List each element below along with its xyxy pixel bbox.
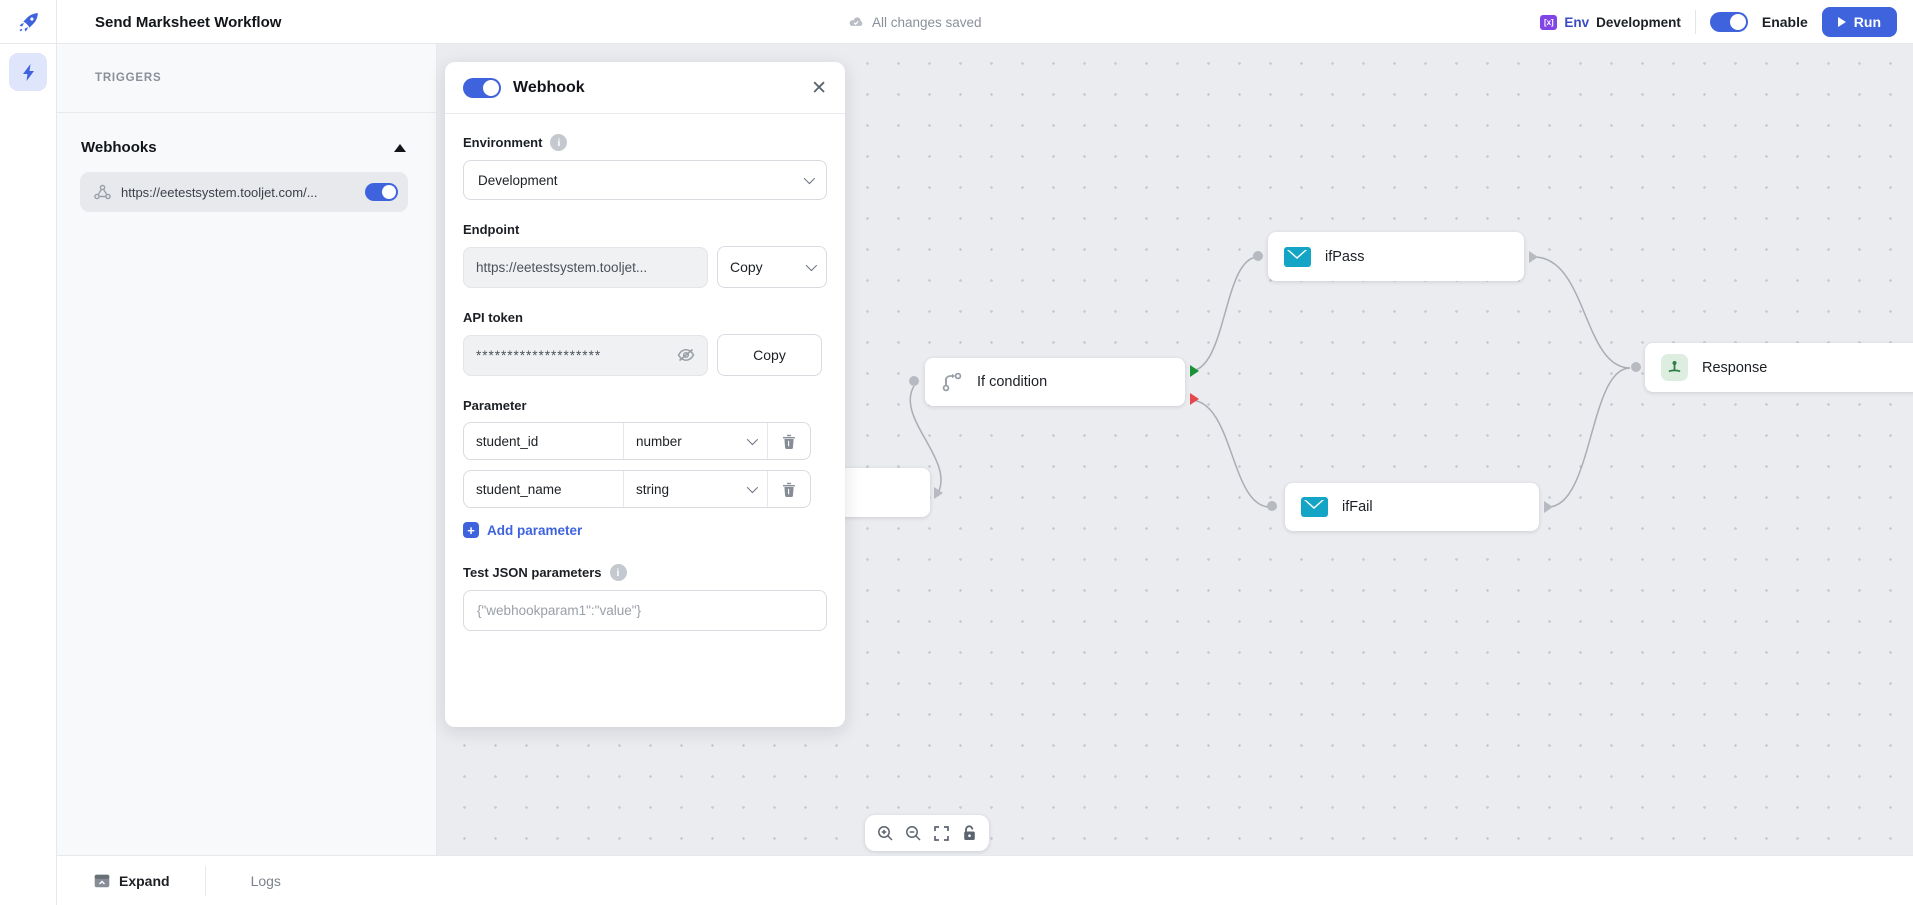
eye-off-icon[interactable]: [677, 348, 695, 362]
node-label: ifFail: [1342, 499, 1373, 515]
lightning-icon: [22, 63, 34, 81]
environment-indicator[interactable]: [x] Env Development: [1540, 14, 1681, 30]
expand-button[interactable]: Expand: [94, 873, 170, 889]
input-handle[interactable]: [1267, 501, 1277, 511]
endpoint-label: Endpoint: [463, 222, 520, 237]
endpoint-section: Endpoint https://eetestsystem.tooljet...…: [463, 222, 827, 288]
email-icon: [1301, 497, 1328, 517]
zoom-out-icon[interactable]: [902, 822, 924, 844]
rocket-icon: [19, 12, 38, 31]
test-json-input[interactable]: [463, 590, 827, 631]
collapse-caret-icon[interactable]: [394, 143, 406, 152]
input-handle[interactable]: [1253, 251, 1263, 261]
logs-button[interactable]: Logs: [250, 872, 281, 889]
triggers-rail-button[interactable]: [9, 53, 47, 91]
environment-label: Environment: [463, 135, 543, 150]
info-icon[interactable]: i: [609, 564, 627, 581]
divider: [1694, 10, 1696, 34]
chevron-down-icon: [746, 481, 759, 494]
test-json-label: Test JSON parameters: [463, 565, 602, 580]
divider: [204, 865, 206, 896]
node-if-pass[interactable]: ifPass: [1253, 232, 1538, 281]
api-token-copy-button[interactable]: Copy: [717, 334, 822, 376]
chevron-down-icon: [746, 433, 759, 446]
app-logo[interactable]: [0, 0, 57, 44]
node-label: Response: [1702, 359, 1768, 376]
endpoint-copy-dropdown[interactable]: Copy: [717, 246, 827, 288]
triggers-sidebar: TRIGGERS Webhooks https://eetestsystem.t…: [57, 44, 437, 855]
webhook-list-item[interactable]: https://eetestsystem.tooljet.com/...: [80, 172, 408, 212]
delete-param-button[interactable]: [767, 471, 810, 507]
param-type-select[interactable]: number: [624, 423, 767, 459]
param-name-input[interactable]: [464, 423, 624, 459]
zoom-in-icon[interactable]: [874, 822, 896, 844]
delete-param-button[interactable]: [767, 423, 810, 459]
parameter-row: string: [463, 470, 811, 508]
info-icon[interactable]: i: [550, 134, 568, 151]
node-if-fail[interactable]: ifFail: [1267, 483, 1553, 531]
webhook-url: https://eetestsystem.tooljet.com/...: [121, 184, 318, 200]
test-json-section: Test JSON parameters i: [463, 564, 827, 631]
plus-icon: +: [463, 522, 479, 538]
output-handle[interactable]: [1544, 501, 1553, 513]
api-token-section: API token ******************** Copy: [463, 310, 827, 376]
node-label: ifPass: [1325, 248, 1365, 265]
enable-toggle[interactable]: [1709, 12, 1748, 32]
lock-icon[interactable]: [958, 822, 980, 844]
workflow-edges: [909, 256, 1631, 508]
bottom-bar: Expand Logs: [57, 855, 1913, 905]
env-icon: [x]: [1540, 14, 1558, 30]
trash-icon: [783, 482, 795, 497]
response-icon: [1661, 354, 1688, 381]
email-icon: [1284, 246, 1311, 267]
webhooks-section-title: Webhooks: [81, 139, 157, 156]
close-icon[interactable]: ✕: [811, 77, 827, 99]
node-response[interactable]: Response: [1631, 343, 1913, 392]
input-handle[interactable]: [909, 376, 919, 386]
webhook-icon: [94, 184, 111, 200]
cloud-check-icon: [849, 16, 863, 26]
add-parameter-button[interactable]: + Add parameter: [463, 522, 827, 538]
branch-icon: [941, 371, 963, 393]
node-label: If condition: [977, 374, 1048, 390]
webhook-config-panel: Webhook ✕ Environment i Development Endp…: [445, 62, 845, 727]
save-status: All changes saved: [848, 0, 982, 44]
output-handle[interactable]: [934, 487, 943, 499]
input-handle[interactable]: [1631, 362, 1641, 372]
panel-title: Webhook: [513, 79, 585, 96]
trash-icon: [783, 434, 795, 449]
webhook-enable-toggle[interactable]: [463, 78, 501, 98]
parameter-row: number: [463, 422, 811, 460]
output-handle[interactable]: [1529, 251, 1538, 263]
canvas-controls: [865, 815, 989, 851]
page-title: Send Marksheet Workflow: [95, 13, 282, 31]
webhook-toggle[interactable]: [365, 183, 398, 201]
play-icon: [1837, 17, 1846, 27]
run-button[interactable]: Run: [1821, 7, 1897, 37]
chevron-down-icon: [803, 172, 816, 185]
output-handle-true[interactable]: [1190, 365, 1199, 377]
triggers-header: TRIGGERS: [57, 44, 436, 113]
chevron-down-icon: [805, 259, 818, 272]
environment-select[interactable]: Development: [463, 160, 827, 200]
top-bar: Send Marksheet Workflow All changes save…: [0, 0, 1913, 44]
env-value: Development: [1596, 14, 1681, 30]
expand-panel-icon: [94, 874, 110, 887]
api-token-field[interactable]: ********************: [463, 334, 708, 376]
environment-section: Environment i Development: [463, 134, 827, 200]
fit-view-icon[interactable]: [930, 822, 952, 844]
param-name-input[interactable]: [464, 471, 624, 507]
output-handle-false[interactable]: [1190, 393, 1199, 405]
parameter-section: Parameter number: [463, 398, 827, 538]
node-if-condition[interactable]: If condition: [909, 358, 1199, 406]
param-type-select[interactable]: string: [624, 471, 767, 507]
left-rail: [0, 44, 57, 905]
parameter-label: Parameter: [463, 398, 527, 413]
api-token-label: API token: [463, 310, 523, 325]
enable-label: Enable: [1761, 14, 1808, 30]
endpoint-value-field[interactable]: https://eetestsystem.tooljet...: [463, 246, 708, 288]
